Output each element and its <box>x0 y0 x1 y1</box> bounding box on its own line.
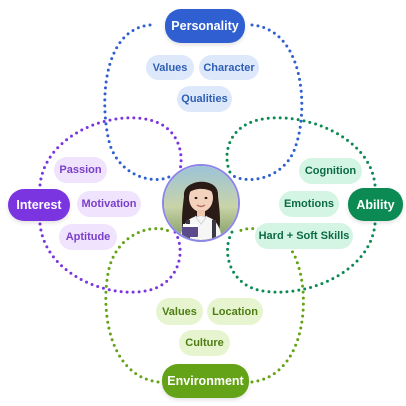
interest-pill[interactable]: Interest <box>8 189 70 221</box>
interest-chip-aptitude[interactable]: Aptitude <box>59 224 117 250</box>
environment-chip-culture[interactable]: Culture <box>179 330 230 356</box>
interest-chip-passion[interactable]: Passion <box>54 157 107 183</box>
ability-loop <box>225 116 377 294</box>
personality-chip-character[interactable]: Character <box>199 55 259 80</box>
environment-chip-location[interactable]: Location <box>207 298 263 325</box>
personality-pill[interactable]: Personality <box>165 9 245 43</box>
personality-chip-values[interactable]: Values <box>146 55 194 80</box>
environment-pill[interactable]: Environment <box>162 364 249 398</box>
personality-chip-qualities[interactable]: Qualities <box>177 86 232 112</box>
interest-loop <box>38 116 183 294</box>
interest-chip-motivation[interactable]: Motivation <box>77 191 141 217</box>
ability-pill[interactable]: Ability <box>348 188 403 221</box>
student-photo-icon <box>164 166 238 240</box>
personality-loop <box>103 23 304 182</box>
ability-chip-emotions[interactable]: Emotions <box>279 191 339 217</box>
environment-chip-values[interactable]: Values <box>156 298 203 325</box>
ability-chip-cognition[interactable]: Cognition <box>299 158 362 184</box>
ability-chip-hard-soft-skills[interactable]: Hard + Soft Skills <box>255 223 353 249</box>
student-avatar <box>162 164 240 242</box>
environment-loop <box>104 227 305 384</box>
